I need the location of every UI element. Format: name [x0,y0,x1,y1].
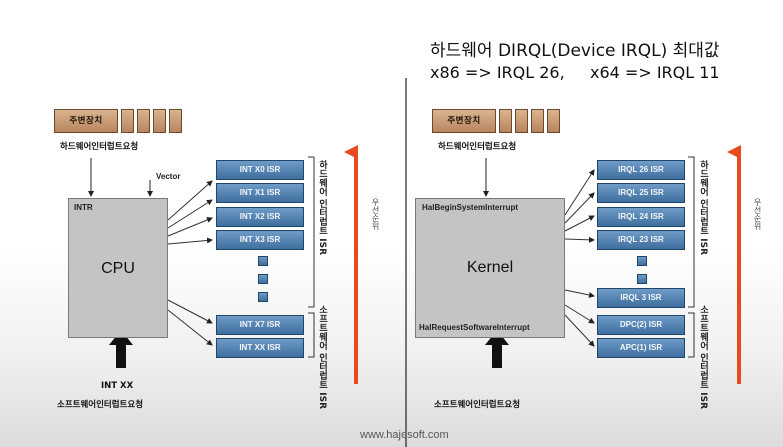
right-isr-item: IRQL 3 ISR [597,288,685,308]
heading-line2-x64: x64 => IRQL 11 [590,63,720,82]
right-hw-isr-bracket-label: 하드웨어 인터럽트 ISR [698,160,708,256]
left-isr-item: INT X7 ISR [216,315,304,335]
right-isr-item: APC(1) ISR [597,338,685,358]
right-isr-item: IRQL 26 ISR [597,160,685,180]
right-isr-item: DPC(2) ISR [597,315,685,335]
sw-request-arrow-right [485,330,509,368]
left-sw-request-label: 소프트웨어인터럽트요청 [57,400,144,410]
right-peripheral-box: 주변장치 [432,109,496,133]
right-priority-label: 우선순위 [753,198,762,230]
left-isr-item: INT X3 ISR [216,230,304,250]
left-isr-item: INT XX ISR [216,338,304,358]
left-hw-request-label: 하드웨어인터럽트요청 [60,142,139,152]
left-peripheral-slot [153,109,166,133]
right-kernel-box: HalBeginSystemInterrupt Kernel HalReques… [415,198,565,338]
heading-line2-x86: x86 => IRQL 26, [430,63,565,82]
right-peripheral-slot [531,109,544,133]
right-kernel-title: Kernel [466,259,514,276]
right-peripheral-slot [499,109,512,133]
left-isr-item: INT X0 ISR [216,160,304,180]
left-peripheral-box: 주변장치 [54,109,118,133]
right-begin-interrupt-label: HalBeginSystemInterrupt [422,203,519,212]
right-sw-request-label: 소프트웨어인터럽트요청 [434,400,521,410]
left-cpu-box: INTR CPU [68,198,168,338]
left-ellipsis-dot [258,274,268,284]
right-hw-request-label: 하드웨어인터럽트요청 [438,142,517,152]
left-peripheral-slot [169,109,182,133]
left-peripheral-slot [137,109,150,133]
right-peripheral-label: 주변장치 [447,116,481,126]
left-intr-pin: INTR [74,203,93,212]
left-hw-isr-bracket-label: 하드웨어 인터럽트 ISR [317,160,327,256]
left-isr-item: INT X1 ISR [216,183,304,203]
right-request-sw-label: HalRequestSoftwareInterrupt [419,323,530,332]
left-cpu-title: CPU [101,260,135,277]
left-int-xx-label: INT XX [101,381,134,391]
left-sw-isr-bracket-label: 소프트웨어 인터럽트 ISR [317,305,327,410]
footer-watermark: www.hajesoft.com [360,429,449,441]
right-ellipsis-dot [637,274,647,284]
left-isr-item: INT X2 ISR [216,207,304,227]
right-isr-item: IRQL 23 ISR [597,230,685,250]
left-peripheral-slot [121,109,134,133]
right-isr-item: IRQL 25 ISR [597,183,685,203]
heading-line1: 하드웨어 DIRQL(Device IRQL) 최대값 [430,41,720,61]
left-priority-label: 우선순위 [371,198,380,230]
left-peripheral-label: 주변장치 [69,116,103,126]
right-sw-isr-bracket-label: 소프트웨어 인터럽트 ISR [698,305,708,410]
sw-request-arrow-left [109,330,133,368]
left-ellipsis-dot [258,256,268,266]
left-vector-label: Vector [156,172,181,181]
right-ellipsis-dot [637,256,647,266]
right-isr-item: IRQL 24 ISR [597,207,685,227]
right-peripheral-slot [547,109,560,133]
left-ellipsis-dot [258,292,268,302]
right-peripheral-slot [515,109,528,133]
